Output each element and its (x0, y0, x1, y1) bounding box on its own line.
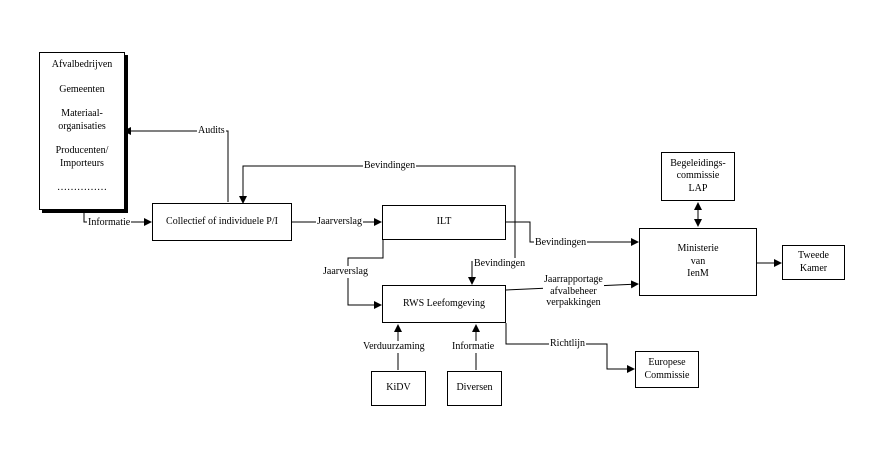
bevindingen-rws-label: Bevindingen (473, 258, 527, 270)
bevindingen-top-label: Bevindingen (363, 160, 417, 172)
informatie-left-label: Informatie (87, 217, 132, 229)
collectief-box: Collectief of individuele P/I (152, 203, 292, 241)
jaarrapportage-label: Jaarrapportage afvalbeheer verpakkingen (543, 274, 604, 309)
stakeholder-materiaalorganisaties: Materiaal- organisaties (58, 108, 106, 132)
jaarverslag-ilt-rws-connector (347, 240, 384, 309)
kidv-box: KiDV (371, 371, 426, 406)
tweede-kamer-box: Tweede Kamer (782, 245, 845, 280)
stakeholder-gemeenten: Gemeenten (59, 83, 105, 95)
informatie-bottom-label: Informatie (451, 341, 496, 353)
europese-commissie-box: Europese Commissie (635, 351, 699, 388)
stakeholders-box: Afvalbedrijven Gemeenten Materiaal- orga… (39, 52, 125, 210)
ministerie-box: Ministerie van IenM (639, 228, 757, 296)
rws-box: RWS Leefomgeving (382, 285, 506, 323)
richtlijn-connector (505, 323, 635, 373)
begeleidings-box: Begeleidings- commissie LAP (661, 152, 735, 201)
bevindingen-ilt-label: Bevindingen (534, 237, 588, 249)
stakeholder-afvalbedrijven: Afvalbedrijven (51, 59, 113, 70)
stakeholder-ellipsis: …………… (57, 182, 107, 193)
audits-label: Audits (197, 125, 226, 137)
richtlijn-label: Richtlijn (549, 338, 586, 350)
audits-connector (123, 127, 229, 202)
verduurzaming-label: Verduurzaming (362, 341, 426, 353)
stakeholder-producenten: Producenten/ Importeurs (55, 145, 109, 169)
jaarverslag-2-label: Jaarverslag (322, 266, 369, 278)
jaarverslag-1-label: Jaarverslag (316, 216, 363, 228)
diversen-box: Diversen (447, 371, 502, 406)
ilt-box: ILT (382, 205, 506, 240)
